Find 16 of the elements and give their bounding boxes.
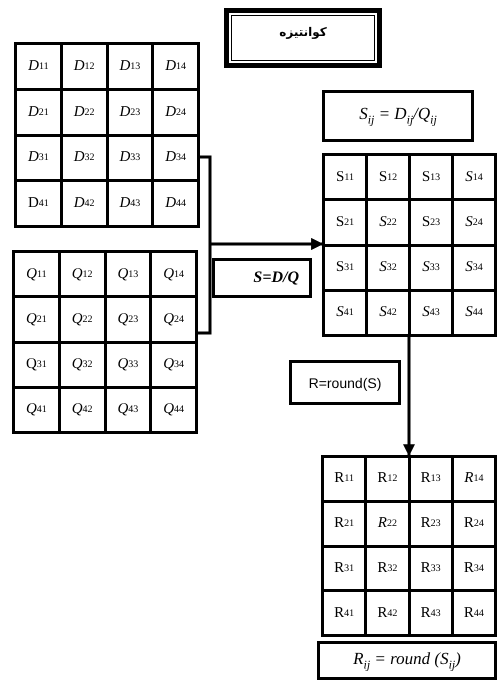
formula-text: R=round(S) — [308, 374, 382, 390]
formula-text: S=D/Q — [253, 269, 299, 287]
title-text: کوانتیزه — [279, 25, 327, 39]
matrix-grid — [14, 42, 200, 228]
formula-box — [289, 360, 401, 405]
formula-text: R$_{ij}$ = round (S$_{ij}$) — [353, 648, 461, 672]
formula-box — [317, 641, 497, 680]
formula-text: S$_{ij}$ = D$_{ij}$/Q$_{ij}$ — [359, 104, 437, 128]
matrix-grid — [321, 455, 497, 637]
arrow — [403, 337, 415, 456]
formula-box — [322, 90, 474, 142]
matrix-grid — [322, 153, 497, 337]
arrow — [198, 238, 324, 334]
title-box — [224, 8, 382, 68]
formula-box — [212, 258, 312, 298]
matrix-grid — [12, 250, 198, 434]
